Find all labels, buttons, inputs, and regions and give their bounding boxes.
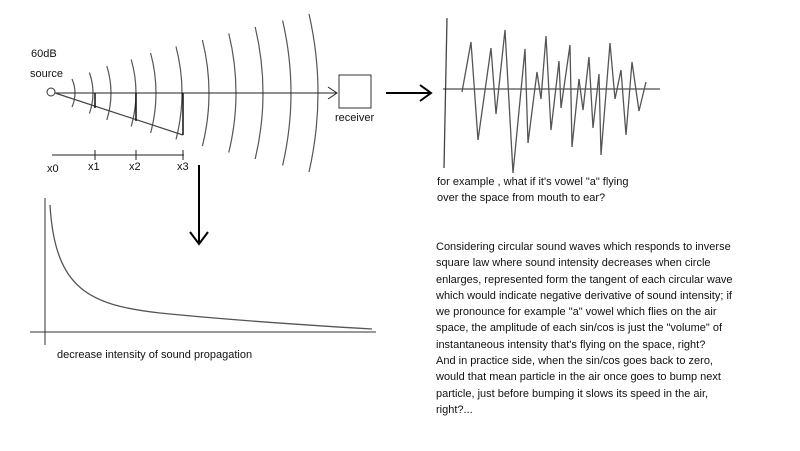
question-line: right?... <box>436 403 473 416</box>
distance-label-x2: x2 <box>129 161 141 173</box>
tangent-line <box>54 92 184 136</box>
question-line: enlarges, represented form the tangent o… <box>436 273 733 286</box>
question-line: particle, just before bumping it slows i… <box>436 387 709 400</box>
receiver-label: receiver <box>335 112 375 124</box>
decay-curve <box>49 204 373 330</box>
propagation-arrowhead <box>327 86 338 100</box>
waveform-y-axis <box>443 17 448 169</box>
question-line: Considering circular sound waves which r… <box>436 241 731 253</box>
receiver-box <box>338 74 372 109</box>
source-label: source <box>30 68 64 80</box>
down-arrow <box>189 165 209 246</box>
distance-label-x0: x0 <box>47 163 59 175</box>
question-text: Considering circular sound waves which r… <box>436 239 733 418</box>
question-line: which would indicate negative derivative… <box>436 289 732 302</box>
question-line: instantaneous intensity that's flying on… <box>436 338 706 351</box>
decay-caption: decrease intensity of sound propagation <box>57 349 253 361</box>
question-line: we pronounce for example "a" vowel which… <box>436 306 717 319</box>
distance-label-x3: x3 <box>177 161 189 173</box>
waveform-caption-2: over the space from mouth to ear? <box>437 192 606 204</box>
waveform-caption-1: for example , what if it's vowel "a" fly… <box>437 176 629 188</box>
right-arrow <box>386 84 433 102</box>
level-label: 60dB <box>31 48 57 60</box>
distance-ruler <box>52 150 184 160</box>
question-line: And in practice side, when the sin/cos g… <box>436 355 713 368</box>
vowel-waveform <box>461 29 647 174</box>
distance-label-x1: x1 <box>88 161 100 173</box>
question-line: space, the amplitude of each sin/cos is … <box>436 322 723 335</box>
source-circle <box>46 87 56 97</box>
question-line: square law where sound intensity decreas… <box>436 257 711 270</box>
question-line: would that mean particle in the air once… <box>436 371 721 384</box>
